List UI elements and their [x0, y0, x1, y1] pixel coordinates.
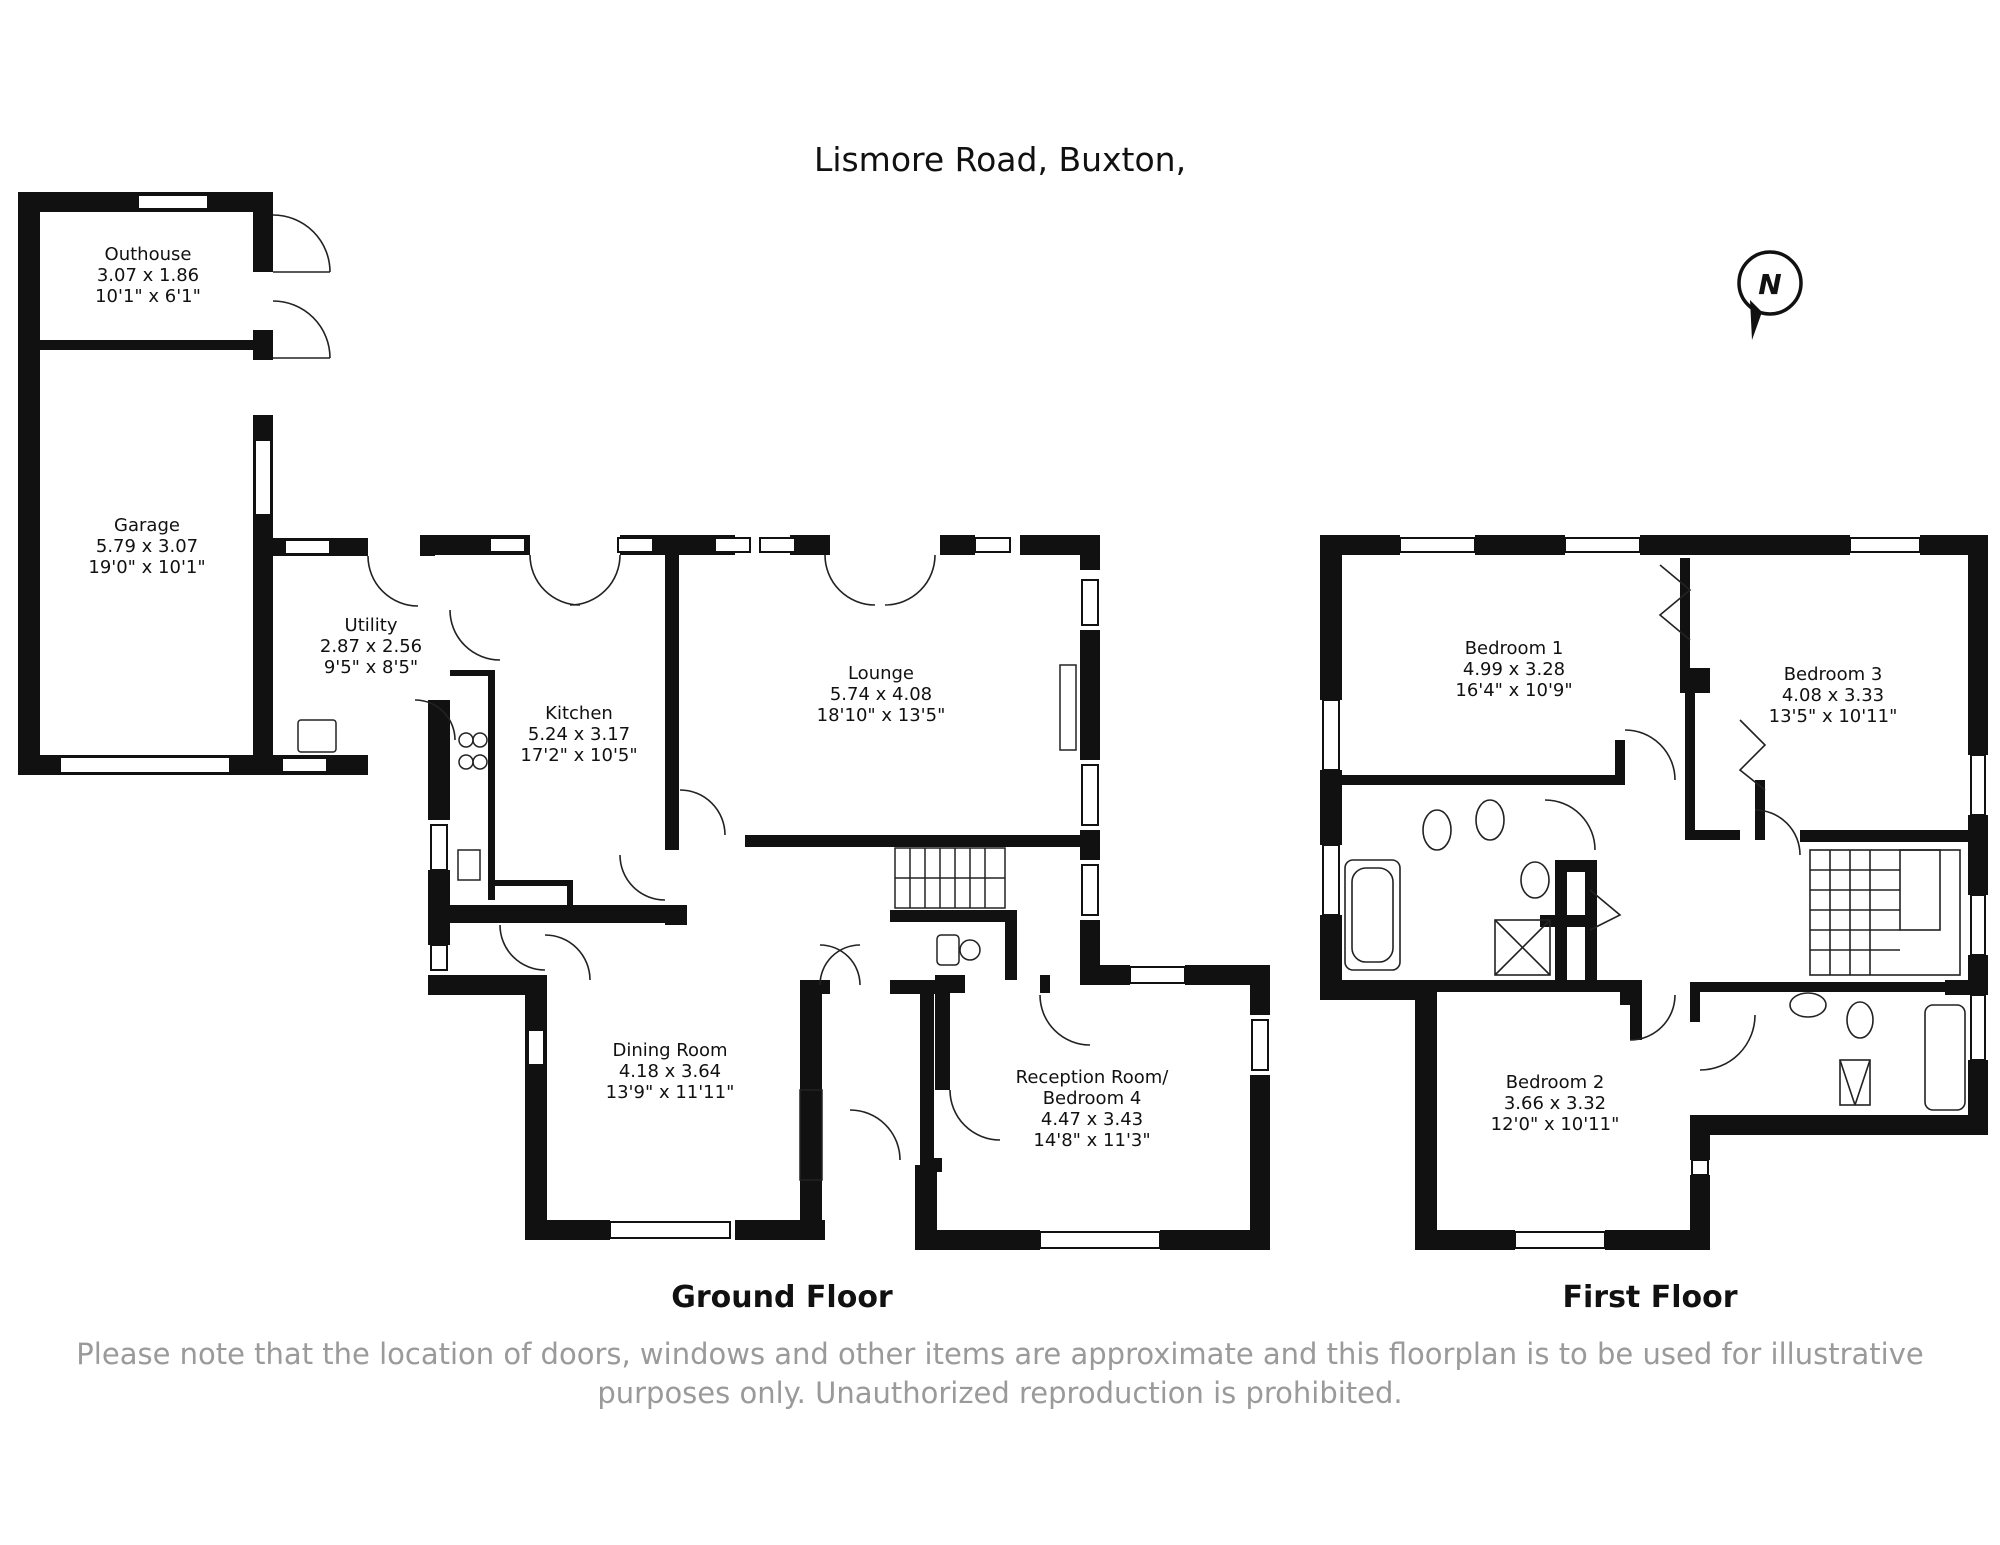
room-name: Bedroom 4	[1042, 1088, 1142, 1109]
room-imperial: 12'0" x 10'11"	[1490, 1114, 1620, 1135]
first-floor-label: First Floor	[1562, 1280, 1738, 1315]
compass-letter: N	[1758, 268, 1781, 301]
room-dining: Dining Room 4.18 x 3.64 13'9" x 11'11"	[606, 1040, 735, 1103]
disclaimer-line1: Please note that the location of doors, …	[76, 1337, 1924, 1371]
disclaimer-line2: purposes only. Unauthorized reproduction…	[597, 1376, 1403, 1410]
room-imperial: 10'1" x 6'1"	[95, 286, 201, 307]
room-imperial: 19'0" x 10'1"	[88, 557, 206, 578]
room-bedroom1: Bedroom 1 4.99 x 3.28 16'4" x 10'9"	[1455, 638, 1572, 701]
room-metric: 5.74 x 4.08	[829, 684, 933, 705]
room-utility: Utility 2.87 x 2.56 9'5" x 8'5"	[320, 615, 422, 678]
room-name: Garage	[114, 515, 180, 536]
room-name: Bedroom 2	[1505, 1072, 1605, 1093]
room-name: Outhouse	[104, 244, 192, 265]
room-metric: 3.07 x 1.86	[96, 265, 200, 286]
room-name: Bedroom 3	[1783, 664, 1883, 685]
room-metric: 2.87 x 2.56	[319, 636, 423, 657]
room-garage: Garage 5.79 x 3.07 19'0" x 10'1"	[88, 515, 205, 578]
room-metric: 5.24 x 3.17	[527, 724, 631, 745]
room-imperial: 9'5" x 8'5"	[323, 657, 419, 678]
room-name: Lounge	[847, 663, 915, 684]
room-metric: 3.66 x 3.32	[1503, 1093, 1607, 1114]
room-name: Dining Room	[612, 1040, 728, 1061]
room-outhouse: Outhouse 3.07 x 1.86 10'1" x 6'1"	[95, 244, 201, 307]
room-name: Bedroom 1	[1464, 638, 1564, 659]
room-imperial: 14'8" x 11'3"	[1033, 1130, 1151, 1151]
page-title: Lismore Road, Buxton,	[813, 140, 1187, 179]
room-bedroom2: Bedroom 2 3.66 x 3.32 12'0" x 10'11"	[1491, 1072, 1620, 1135]
room-imperial: 17'2" x 10'5"	[520, 745, 638, 766]
compass-arrow-icon	[1750, 300, 1762, 340]
room-reception: Reception Room/ Bedroom 4 4.47 x 3.43 14…	[1016, 1067, 1169, 1151]
room-imperial: 13'5" x 10'11"	[1768, 706, 1898, 727]
room-metric: 4.08 x 3.33	[1781, 685, 1885, 706]
ground-floor-label: Ground Floor	[671, 1280, 893, 1315]
room-lounge: Lounge 5.74 x 4.08 18'10" x 13'5"	[817, 663, 946, 726]
room-imperial: 18'10" x 13'5"	[816, 705, 946, 726]
disclaimer: Please note that the location of doors, …	[76, 1335, 1923, 1413]
room-kitchen: Kitchen 5.24 x 3.17 17'2" x 10'5"	[520, 703, 637, 766]
room-imperial: 16'4" x 10'9"	[1455, 680, 1573, 701]
room-name: Utility	[344, 615, 398, 636]
room-name-line1: Reception Room/	[1015, 1067, 1169, 1088]
compass-icon	[1737, 250, 1803, 316]
room-bedroom3: Bedroom 3 4.08 x 3.33 13'5" x 10'11"	[1769, 664, 1898, 727]
room-name: Kitchen	[545, 703, 613, 724]
room-metric: 5.79 x 3.07	[95, 536, 199, 557]
room-metric: 4.99 x 3.28	[1462, 659, 1566, 680]
room-metric: 4.47 x 3.43	[1040, 1109, 1144, 1130]
room-imperial: 13'9" x 11'11"	[605, 1082, 735, 1103]
room-metric: 4.18 x 3.64	[618, 1061, 722, 1082]
